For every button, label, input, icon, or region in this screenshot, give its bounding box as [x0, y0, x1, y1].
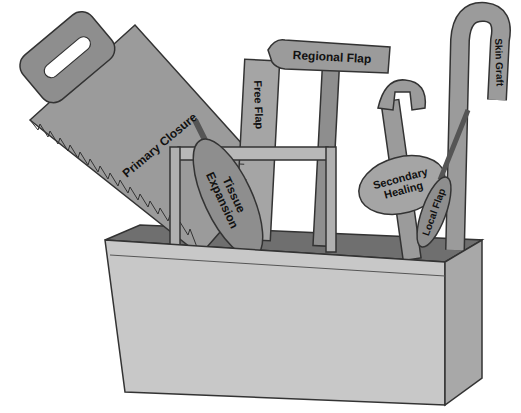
box-handle-post	[170, 147, 180, 247]
saw-hole	[41, 34, 93, 81]
box-front	[105, 240, 445, 405]
hammer-head	[268, 40, 390, 73]
saw-blade	[30, 25, 270, 255]
wrench-jaw	[378, 80, 425, 110]
box-rim	[110, 255, 445, 276]
tool-label: Skin Graft	[492, 37, 504, 86]
box-side	[445, 240, 482, 405]
saw-handle	[14, 6, 120, 108]
screwdriver-shaft	[440, 110, 468, 180]
screwdriver-shaft	[195, 120, 205, 140]
saw-grip	[14, 6, 120, 108]
box-handle-post	[326, 147, 336, 252]
tool-label: Free Flap	[251, 80, 264, 130]
